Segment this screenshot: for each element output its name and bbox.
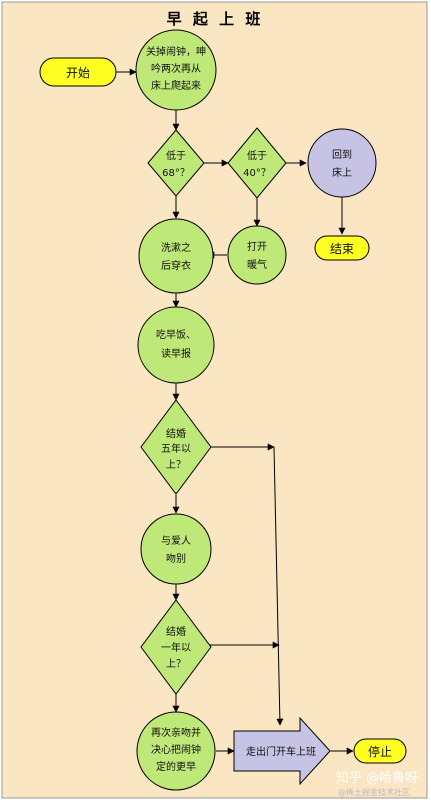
m5-line-1: 结婚: [166, 427, 186, 440]
decision-below-40: 低于 40°？: [227, 127, 287, 199]
end-label: 结束: [330, 242, 354, 256]
diagram-title: 早 起 上 班: [167, 10, 264, 28]
node-drive-to-work: 走出门开车上班: [233, 716, 331, 786]
stop-terminal: 停止: [353, 738, 407, 764]
alarm-line-3: 床上爬起来: [151, 79, 201, 92]
below40-line-1: 低于: [247, 149, 267, 162]
alarm-line-1: 关掉闹钟，呻: [146, 45, 206, 58]
m1-line-1: 结婚: [166, 625, 186, 638]
bed-line-1: 回到: [332, 149, 352, 161]
kissagain-line-1: 再次亲吻并: [151, 726, 201, 739]
node-back-to-bed: 回到 床上: [307, 128, 377, 198]
decision-married-5yr: 结婚 五年以 上？: [140, 399, 212, 495]
breakfast-line-2: 读早报: [161, 347, 191, 360]
bed-line-2: 床上: [332, 166, 352, 179]
alarm-line-2: 吟两次再从: [151, 62, 201, 75]
below40-line-2: 40°？: [243, 168, 271, 179]
m1-line-3: 上？: [166, 658, 186, 670]
kissagain-line-3: 定的更早: [156, 760, 196, 773]
drive-label: 走出门开车上班: [246, 745, 316, 758]
node-kiss-wife: 与爱人 吻别: [140, 513, 212, 585]
heater-line-2: 暖气: [247, 258, 267, 271]
start-label: 开始: [66, 66, 90, 80]
m1-line-2: 一年以: [161, 641, 191, 654]
m5-line-2: 五年以: [161, 442, 191, 455]
kiss-line-2: 吻别: [166, 553, 186, 565]
kiss-line-1: 与爱人: [161, 534, 191, 547]
below68-line-2: 68°？: [162, 168, 190, 179]
watermark-sub: @稀土掘金技术社区: [338, 787, 410, 797]
watermark-main: 知乎 @哈鲁呀: [336, 770, 418, 786]
node-heater: 打开 暖气: [227, 225, 287, 285]
stop-label: 停止: [368, 744, 392, 759]
node-wash-dress: 洗漱之 后穿衣: [138, 218, 214, 294]
end-terminal: 结束: [314, 235, 370, 261]
node-kiss-again: 再次亲吻并 决心把闹钟 定的更早: [136, 711, 216, 791]
wash-line-2: 后穿衣: [161, 259, 191, 272]
kissagain-line-2: 决心把闹钟: [151, 743, 201, 756]
node-breakfast: 吃早饭、 读早报: [137, 306, 215, 384]
start-terminal: 开始: [39, 57, 117, 87]
wash-line-1: 洗漱之: [161, 241, 191, 254]
decision-married-1yr: 结婚 一年以 上？: [140, 599, 212, 695]
below68-line-1: 低于: [166, 149, 186, 162]
m5-line-3: 上？: [166, 459, 186, 471]
node-turn-off-alarm: 关掉闹钟，呻 吟两次再从 床上爬起来: [135, 29, 217, 111]
edge-bypass-to-drive: [273, 446, 284, 726]
decision-below-68: 低于 68°？: [147, 129, 205, 197]
connectors: [116, 68, 354, 755]
heater-line-1: 打开: [247, 240, 267, 253]
breakfast-line-1: 吃早饭、: [156, 328, 196, 341]
